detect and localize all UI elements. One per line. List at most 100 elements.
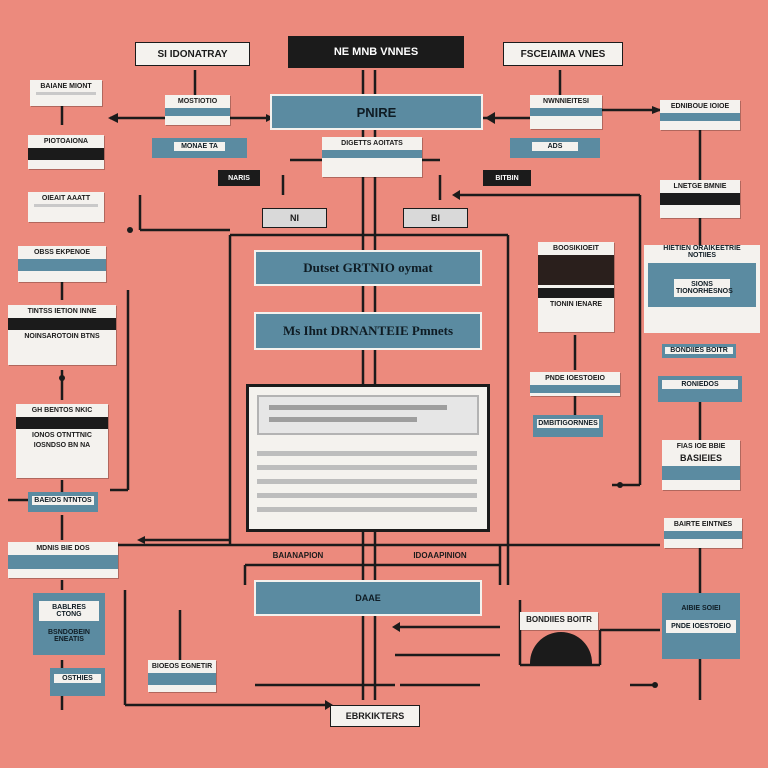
right-card-9-bar <box>662 466 740 480</box>
left-card-6-sub2: IOSNDSO BN NA <box>33 442 91 449</box>
right-card-10: BAIRTE EINTNES <box>664 518 742 548</box>
left-card-1: BAIANE MIONT <box>30 80 102 106</box>
right-card-8: DMBITIGORNNES <box>533 415 603 437</box>
footer-box: EBRKIKTERS <box>330 705 420 727</box>
left-card-1-text: BAIANE MIONT <box>40 83 92 90</box>
top-left-sub-text: MONAE TA <box>174 142 225 151</box>
right-card-4: HIETIEN ORAIKEETRIE NOTIIES SIONS TIONOR… <box>644 245 760 333</box>
top-right-card: NWNNIEITESI <box>530 95 602 129</box>
right-card-4-panel-text: SIONS TIONORHESNOS <box>674 279 733 297</box>
left-card-6: GH BENTOS NKIC IONOS OTNTTNIC IOSNDSO BN… <box>16 404 108 478</box>
left-card-2-bar <box>28 148 104 160</box>
left-card-5-bar <box>8 318 116 330</box>
document-line <box>257 507 477 512</box>
base-box: DAAE <box>254 580 482 616</box>
center-top-card: DIGETTS AOITATS <box>322 137 422 177</box>
right-card-7-text: RONIEDOS <box>662 380 738 389</box>
header-left-label: SI IDONATRAY <box>135 42 250 66</box>
left-card-2-text: PIOTOAIONA <box>43 138 89 145</box>
left-card-5-sub: NOINSAROTOIN BTNS <box>24 333 100 340</box>
card-stripe <box>34 204 98 207</box>
top-right-card-text: NWNNIEITESI <box>543 98 589 105</box>
right-card-1-bar <box>660 113 740 121</box>
right-card-2-text: LNETGE BMNIE <box>673 183 727 190</box>
top-left-card: MOSTIOTIO <box>165 95 230 125</box>
right-card-3-sub: TIONIN IENARE <box>549 301 603 308</box>
document-header-line <box>269 417 417 422</box>
right-card-5-text: BONDIIES BOITR <box>665 347 733 354</box>
right-card-9-sub: BASIEIES <box>679 453 722 463</box>
top-right-sub-text: ADS <box>532 142 578 151</box>
right-card-6-text: PNDE IOESTOEIO <box>545 375 605 382</box>
process-box: Ms Ihnt DRNANTEIE Pmnets <box>254 312 482 350</box>
right-card-2: LNETGE BMNIE <box>660 180 740 218</box>
right-card-9-text: FIAS IOE BBIE <box>676 443 726 450</box>
left-card-6-text: GH BENTOS NKIC <box>31 407 93 414</box>
center-top-card-bar <box>322 150 422 158</box>
title-box: PNIRE <box>270 94 483 130</box>
lock-label: BONDIIES BOITR <box>520 612 598 630</box>
dark-tag-left: NARIS <box>218 170 260 186</box>
right-card-9: FIAS IOE BBIE BASIEIES <box>662 440 740 490</box>
card-stripe <box>36 92 96 95</box>
left-card-4: OBSS EKPENOE <box>18 246 106 282</box>
left-card-11-bar <box>148 673 216 685</box>
dark-tag-right: BITBIN <box>483 170 531 186</box>
tag-right: BI <box>403 208 468 228</box>
top-right-card-bar <box>530 108 602 116</box>
right-caption: IDOAAPINION <box>413 551 467 560</box>
document-line <box>257 451 477 456</box>
center-top-card-text: DIGETTS AOITATS <box>341 140 403 147</box>
right-card-3: BOOSIKIOEIT TIONIN IENARE <box>538 242 614 332</box>
left-card-4-text: OBSS EKPENOE <box>33 249 90 256</box>
document-header <box>257 395 479 435</box>
header-title: NE MNB VNNES <box>288 36 464 68</box>
right-card-6-bar <box>530 385 620 393</box>
right-card-6: PNDE IOESTOEIO <box>530 372 620 396</box>
left-card-9: BABLRES CTONG BSNDOBEIN ENEATIS <box>33 593 105 655</box>
right-card-7: RONIEDOS <box>658 376 742 402</box>
top-left-card-text: MOSTIOTIO <box>177 98 218 105</box>
document-line <box>257 493 477 498</box>
right-card-4-sub: NOTIIES <box>687 252 716 259</box>
right-card-1-text: EDNIBOUE IOIOE <box>670 103 730 110</box>
document-panel <box>246 384 490 532</box>
left-card-11-text: BIOEOS EGNETIR <box>151 663 213 670</box>
dataset-box: Dutset GRTNIO oymat <box>254 250 482 286</box>
right-card-3-bar <box>538 288 614 298</box>
left-card-9-sub: BSNDOBEIN ENEATIS <box>47 629 90 643</box>
left-card-10: OSTHIES <box>50 668 105 696</box>
header-right-label: FSCEIAIMA VNES <box>503 42 623 66</box>
right-card-11: AIBIE SOIEI PNDE IOESTOEIO <box>662 593 740 659</box>
right-card-3-text: BOOSIKIOEIT <box>553 245 599 252</box>
left-card-2: PIOTOAIONA <box>28 135 104 169</box>
left-card-5-text: TINTSS IETION INNE <box>27 308 97 315</box>
right-card-1: EDNIBOUE IOIOE <box>660 100 740 130</box>
left-card-8-text: MDNIS BIE DOS <box>36 545 90 552</box>
document-line <box>257 465 477 470</box>
document-line <box>257 479 477 484</box>
document-header-line <box>269 405 447 410</box>
left-card-10-text: OSTHIES <box>54 674 101 683</box>
right-card-10-text: BAIRTE EINTNES <box>673 521 733 528</box>
right-card-11-title: AIBIE SOIEI <box>681 605 721 612</box>
left-card-8-bar <box>8 555 118 569</box>
left-card-6-sub: IONOS OTNTTNIC <box>32 432 92 439</box>
left-caption: BAIANAPION <box>272 551 324 560</box>
top-right-sub: ADS <box>510 138 600 158</box>
right-card-10-bar <box>664 531 742 539</box>
left-card-3: OIEAIT AAATT <box>28 192 104 222</box>
left-card-9-text: BABLRES CTONG <box>39 601 99 621</box>
left-card-6-bar <box>16 417 108 429</box>
lock-label-text: BONDIIES BOITR <box>526 615 592 624</box>
left-card-11: BIOEOS EGNETIR <box>148 660 216 692</box>
right-card-8-text: DMBITIGORNNES <box>537 419 599 428</box>
left-card-7: BAEIOS NTNTOS <box>28 492 98 512</box>
right-card-2-bar <box>660 193 740 205</box>
right-card-5: BONDIIES BOITR <box>662 344 736 358</box>
right-card-4-text: HIETIEN ORAIKEETRIE <box>663 245 741 252</box>
left-card-5: TINTSS IETION INNE NOINSAROTOIN BTNS <box>8 305 116 365</box>
right-card-4-panel: SIONS TIONORHESNOS <box>648 263 756 307</box>
tag-left: NI <box>262 208 327 228</box>
left-card-7-text: BAEIOS NTNTOS <box>32 496 94 505</box>
